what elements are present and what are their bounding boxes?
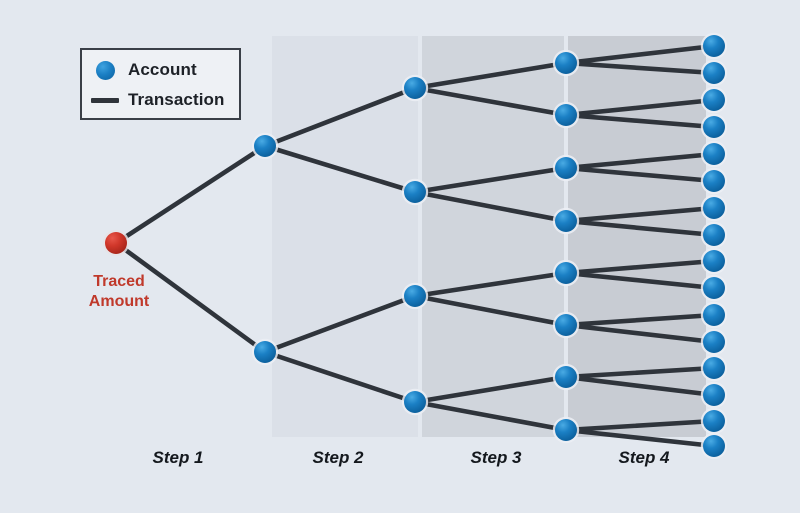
account-node[interactable] [254, 135, 276, 157]
transaction-edge [563, 151, 717, 171]
account-node[interactable] [555, 104, 577, 126]
transaction-edge [563, 322, 717, 345]
transaction-line-icon [82, 97, 128, 103]
legend-label-account: Account [128, 60, 197, 79]
account-node[interactable] [703, 384, 725, 406]
step-band [422, 36, 564, 437]
step-label-3: Step 3 [470, 448, 522, 467]
account-node[interactable] [703, 435, 725, 457]
transaction-edge [563, 218, 717, 238]
account-nodes [102, 32, 728, 460]
transaction-edge [563, 418, 717, 433]
account-node[interactable] [404, 391, 426, 413]
account-node[interactable] [703, 250, 725, 272]
transaction-edge [563, 43, 717, 66]
transaction-edge [563, 60, 717, 76]
legend-item-transaction: Transaction [82, 85, 239, 115]
account-node[interactable] [703, 170, 725, 192]
transaction-edge [262, 143, 418, 195]
account-node[interactable] [254, 341, 276, 363]
account-node[interactable] [555, 52, 577, 74]
traced-amount-label: Traced Amount [64, 272, 174, 312]
account-node[interactable] [404, 77, 426, 99]
transaction-edge [412, 399, 569, 433]
transaction-edge [262, 85, 418, 149]
account-node[interactable] [703, 277, 725, 299]
legend-label-transaction: Transaction [128, 90, 225, 109]
account-node[interactable] [555, 157, 577, 179]
account-node[interactable] [703, 304, 725, 326]
account-node[interactable] [703, 357, 725, 379]
step-label-2: Step 2 [312, 448, 364, 467]
traced-amount-node[interactable] [105, 232, 127, 254]
transaction-edge [563, 365, 717, 380]
traced-amount-line1: Traced [93, 273, 145, 290]
account-node[interactable] [555, 366, 577, 388]
transaction-edge [262, 349, 418, 405]
transaction-edge [563, 270, 717, 291]
step-label-4: Step 4 [618, 448, 670, 467]
account-node[interactable] [555, 210, 577, 232]
transaction-edge [412, 293, 569, 328]
transaction-edge [412, 374, 569, 405]
account-node[interactable] [703, 410, 725, 432]
transaction-edge [563, 165, 717, 184]
legend-item-account: Account [82, 55, 239, 85]
transaction-edge [563, 312, 717, 328]
transaction-edges [113, 43, 717, 449]
account-node[interactable] [404, 181, 426, 203]
account-node[interactable] [703, 197, 725, 219]
account-dot-icon [82, 60, 128, 80]
transaction-edge [563, 112, 717, 130]
account-node[interactable] [703, 35, 725, 57]
transaction-edge [563, 97, 717, 118]
step-label-1: Step 1 [152, 448, 204, 467]
account-node[interactable] [703, 143, 725, 165]
account-node[interactable] [555, 262, 577, 284]
account-node[interactable] [703, 331, 725, 353]
account-node[interactable] [703, 224, 725, 246]
transaction-edge [412, 189, 569, 224]
account-node[interactable] [555, 314, 577, 336]
transaction-edge [113, 240, 268, 355]
transaction-edge [563, 427, 717, 449]
transaction-edge [262, 293, 418, 355]
transaction-edge [563, 374, 717, 398]
account-node[interactable] [555, 419, 577, 441]
transaction-edge [412, 85, 569, 118]
transaction-edge [412, 60, 569, 91]
account-node[interactable] [703, 89, 725, 111]
account-node[interactable] [703, 116, 725, 138]
transaction-edge [412, 270, 569, 299]
transaction-edge [563, 205, 717, 224]
legend: Account Transaction [80, 48, 241, 120]
transaction-edge [412, 165, 569, 195]
traced-amount-line2: Amount [88, 293, 150, 310]
account-node[interactable] [703, 62, 725, 84]
account-node[interactable] [404, 285, 426, 307]
step-band [272, 36, 418, 437]
transaction-edge [113, 143, 268, 246]
transaction-edge [563, 258, 717, 276]
